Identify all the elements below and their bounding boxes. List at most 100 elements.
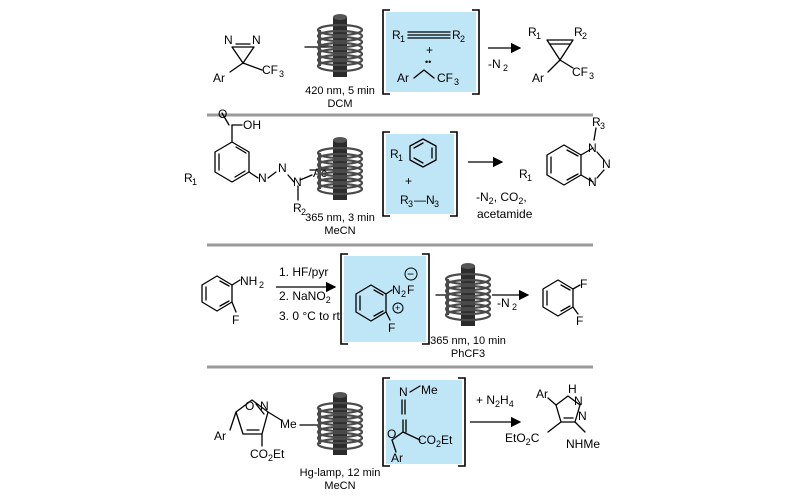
atom-label: Me <box>280 417 297 431</box>
row4-conditions-lamp: Hg-lamp, 12 min <box>300 467 381 479</box>
row3-byproduct: 2 <box>512 302 517 312</box>
atom-label: R <box>184 171 193 185</box>
atom-label: N <box>588 175 597 189</box>
atom-label: R <box>519 167 528 181</box>
box-label: —N <box>414 193 435 207</box>
row3-byproduct: -N <box>497 296 510 310</box>
row4-reagent: + N2H4 <box>476 393 514 409</box>
atom-label: 1 <box>536 31 541 41</box>
row3-conditions-solvent: PhCF3 <box>451 348 485 360</box>
atom-label: F <box>232 313 239 327</box>
row3-product-difluorobenzene: F F <box>542 277 587 328</box>
atom-label: N <box>293 175 302 189</box>
row2-conditions-wavelength: 365 nm, 3 min <box>305 212 375 224</box>
atom-label: N <box>252 33 261 47</box>
flow-photoreactor-icon <box>316 390 364 457</box>
row1-conditions-solvent: DCM <box>327 98 352 110</box>
row3-step-1: 1. HF/pyr <box>279 265 328 279</box>
box-label: − <box>407 267 414 281</box>
box-label: CO2Et <box>418 433 453 449</box>
row2-conditions-solvent: MeCN <box>324 225 355 237</box>
atom-label: H <box>568 382 577 396</box>
atom-label: Ar <box>532 71 544 85</box>
flow-photoreactor-icon <box>316 135 364 202</box>
row1-conditions-wavelength: 420 nm, 5 min <box>305 85 375 97</box>
box-label: Ar <box>391 451 403 465</box>
atom-label: R <box>528 25 537 39</box>
box-label: + <box>405 174 412 188</box>
atom-label: OH <box>243 118 261 132</box>
atom-label: NHMe <box>566 437 600 451</box>
atom-label: N <box>258 171 267 185</box>
atom-label: R <box>574 25 583 39</box>
atom-label: R <box>293 201 302 215</box>
row2-product-benzotriazole: R 1 R 3 N N N <box>519 115 611 189</box>
box-label: R <box>390 147 399 161</box>
atom-label: 1 <box>192 177 197 187</box>
box-label: 3 <box>434 199 439 209</box>
box-label: O <box>387 427 396 441</box>
atom-label: 3 <box>589 71 594 81</box>
atom-label: 2 <box>301 207 306 217</box>
box-label: F <box>407 283 414 297</box>
box-label: F <box>388 321 395 335</box>
box-label: 2 <box>460 34 465 44</box>
atom-label: F <box>576 314 583 328</box>
atom-label: Ar <box>536 387 548 401</box>
row2-byproducts-acetamide: acetamide <box>477 207 533 221</box>
row1-starting-diazirine: N N Ar CF 3 <box>213 33 284 85</box>
atom-label: N <box>260 399 269 413</box>
atom-label: N <box>578 409 587 423</box>
atom-label: Ar <box>214 429 226 443</box>
box-label: Me <box>421 383 438 397</box>
row1-byproduct: -N <box>488 57 501 71</box>
box-label: 1 <box>400 34 405 44</box>
row1-byproduct: 2 <box>503 63 508 73</box>
atom-label: 3 <box>279 69 284 79</box>
box-label: 2 <box>401 289 406 299</box>
box-label: + <box>426 43 433 57</box>
box-label: CF <box>437 71 453 85</box>
row3-step-2: 2. NaNO2 <box>279 289 331 305</box>
row2-starting-triazene: O OH R 1 N N N Ac R 2 <box>184 107 327 217</box>
row3-intermediate-box: N 2 F − + F <box>340 253 430 345</box>
atom-label: EtO2C <box>505 431 540 447</box>
atom-label: CO2Et <box>250 447 285 463</box>
atom-label: R <box>592 115 601 129</box>
box-label: 3 <box>454 77 459 87</box>
atom-label: F <box>580 277 587 291</box>
atom-label: O <box>245 399 254 413</box>
atom-label: N <box>602 157 611 171</box>
row1-intermediate-box: R 1 R 2 + •• Ar CF 3 <box>382 9 480 95</box>
box-label: R <box>452 28 461 42</box>
atom-label: 2 <box>582 31 587 41</box>
atom-label: NH <box>240 274 257 288</box>
row3-starting-fluoroaniline: NH 2 F <box>201 274 264 327</box>
atom-label: N <box>278 161 287 175</box>
atom-label: N <box>588 141 597 155</box>
atom-label: O <box>218 107 227 121</box>
row4-conditions-solvent: MeCN <box>324 480 355 492</box>
flow-photoreactor-icon <box>444 261 492 328</box>
box-label: •• <box>425 57 431 67</box>
row2-byproducts: -N2, CO2, <box>476 190 527 206</box>
atom-label: CF <box>262 63 278 77</box>
atom-label: N <box>574 394 583 408</box>
flow-photoreactor-icon <box>316 12 364 79</box>
row1-product-cyclopropene: R 1 R 2 Ar CF 3 <box>528 25 594 85</box>
row3-step-3: 3. 0 °C to rt <box>279 309 340 323</box>
row4-intermediate-box: N Me O Ar CO2Et <box>382 377 466 467</box>
atom-label: 3 <box>600 121 605 131</box>
row3-conditions-wavelength: 365 nm, 10 min <box>430 335 506 347</box>
box-label: N <box>399 385 408 399</box>
row4-starting-isoxazole: O N Me Ar CO2Et <box>214 399 297 463</box>
atom-label: N <box>224 33 233 47</box>
atom-label: Ar <box>213 71 225 85</box>
atom-label: 1 <box>527 173 532 183</box>
box-label: 3 <box>408 199 413 209</box>
box-label: R <box>392 28 401 42</box>
row2-intermediate-box: R 1 + R 3 —N 3 <box>382 131 458 217</box>
box-label: R <box>400 193 409 207</box>
box-label: 1 <box>398 153 403 163</box>
